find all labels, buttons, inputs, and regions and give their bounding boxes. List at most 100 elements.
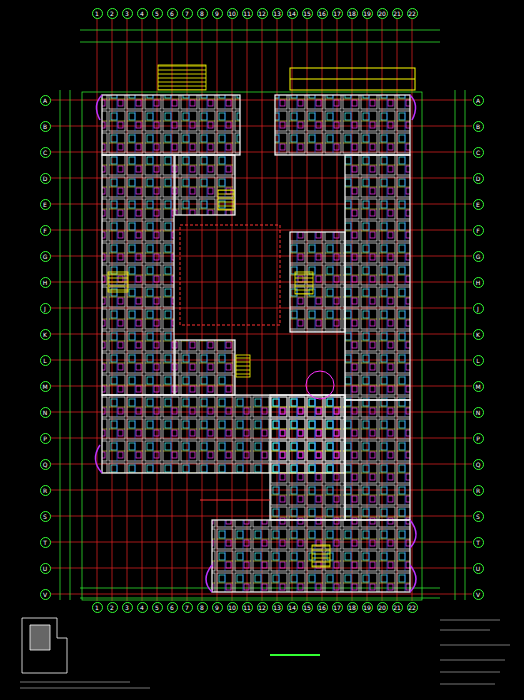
grid-bubble: 21 bbox=[392, 8, 403, 19]
axis-label: F bbox=[476, 227, 479, 234]
grid-bubble: U bbox=[473, 563, 484, 574]
axis-label: P bbox=[476, 435, 480, 442]
axis-label: 2 bbox=[110, 604, 114, 611]
grid-bubble: P bbox=[40, 433, 51, 444]
grid-bubble: S bbox=[40, 511, 51, 522]
axis-line bbox=[247, 19, 248, 601]
axis-label: 12 bbox=[258, 10, 266, 17]
axis-label: 7 bbox=[185, 10, 189, 17]
axis-label: 4 bbox=[140, 604, 144, 611]
grid-bubble: 8 bbox=[197, 8, 208, 19]
axis-label: 14 bbox=[288, 10, 296, 17]
grid-bubble: 11 bbox=[242, 8, 253, 19]
grid-bubble: M bbox=[473, 381, 484, 392]
axis-label: G bbox=[43, 253, 48, 260]
axis-label: 11 bbox=[243, 604, 251, 611]
grid-bubble: 21 bbox=[392, 602, 403, 613]
grid-bubble: G bbox=[40, 251, 51, 262]
grid-bubble: G bbox=[473, 251, 484, 262]
axis-label: 20 bbox=[378, 604, 386, 611]
axis-label: 10 bbox=[228, 604, 236, 611]
axis-label: R bbox=[476, 487, 480, 494]
axis-label: P bbox=[43, 435, 47, 442]
grid-bubble: 7 bbox=[182, 8, 193, 19]
grid-bubble: D bbox=[40, 173, 51, 184]
grid-bubble: 1 bbox=[92, 602, 103, 613]
grid-bubble: M bbox=[40, 381, 51, 392]
grid-bubble: 16 bbox=[317, 602, 328, 613]
axis-label: 14 bbox=[288, 604, 296, 611]
grid-bubble: 10 bbox=[227, 8, 238, 19]
axis-label: U bbox=[43, 565, 47, 572]
axis-line bbox=[51, 594, 472, 595]
grid-bubble: L bbox=[473, 355, 484, 366]
grid-bubble: 9 bbox=[212, 8, 223, 19]
axis-label: S bbox=[476, 513, 480, 520]
axis-label: J bbox=[44, 305, 46, 312]
axis-label: B bbox=[43, 123, 47, 130]
axis-label: D bbox=[476, 175, 481, 182]
axis-label: 19 bbox=[363, 10, 371, 17]
axis-label: F bbox=[43, 227, 46, 234]
grid-bubble: 16 bbox=[317, 8, 328, 19]
axis-label: 22 bbox=[408, 604, 416, 611]
grid-bubble: K bbox=[473, 329, 484, 340]
grid-bubble: P bbox=[473, 433, 484, 444]
grid-bubble: S bbox=[473, 511, 484, 522]
axis-label: 6 bbox=[170, 10, 174, 17]
axis-line bbox=[412, 19, 413, 601]
grid-bubble: N bbox=[40, 407, 51, 418]
grid-bubble: 13 bbox=[272, 602, 283, 613]
grid-bubble: B bbox=[40, 121, 51, 132]
grid-bubble: D bbox=[473, 173, 484, 184]
grid-bubble: 9 bbox=[212, 602, 223, 613]
grid-bubble: 17 bbox=[332, 602, 343, 613]
axis-label: 9 bbox=[215, 604, 219, 611]
axis-label: 4 bbox=[140, 10, 144, 17]
axis-label: E bbox=[476, 201, 480, 208]
grid-bubble: 20 bbox=[377, 8, 388, 19]
axis-label: C bbox=[476, 149, 480, 156]
grid-bubble: J bbox=[40, 303, 51, 314]
axis-label: 15 bbox=[303, 604, 311, 611]
axis-label: 1 bbox=[95, 10, 99, 17]
grid-bubble: 4 bbox=[137, 602, 148, 613]
grid-bubble: 15 bbox=[302, 8, 313, 19]
axis-label: V bbox=[43, 591, 47, 598]
axis-label: 5 bbox=[155, 10, 159, 17]
axis-label: 17 bbox=[333, 604, 341, 611]
axis-label: 13 bbox=[273, 10, 281, 17]
axis-label: B bbox=[476, 123, 480, 130]
axis-label: 21 bbox=[393, 604, 401, 611]
grid-bubble: 15 bbox=[302, 602, 313, 613]
grid-bubble: T bbox=[40, 537, 51, 548]
axis-label: 8 bbox=[200, 604, 204, 611]
grid-bubble: U bbox=[40, 563, 51, 574]
axis-label: M bbox=[475, 383, 480, 390]
axis-label: T bbox=[476, 539, 480, 546]
grid-bubble: 20 bbox=[377, 602, 388, 613]
axis-label: S bbox=[43, 513, 47, 520]
grid-bubble: 3 bbox=[122, 602, 133, 613]
axis-label: 11 bbox=[243, 10, 251, 17]
grid-bubble: V bbox=[473, 589, 484, 600]
grid-bubble: F bbox=[473, 225, 484, 236]
axis-label: 16 bbox=[318, 10, 326, 17]
grid-bubble: A bbox=[40, 95, 51, 106]
axis-label: N bbox=[43, 409, 48, 416]
grid-bubble: 1 bbox=[92, 8, 103, 19]
axis-label: 3 bbox=[125, 10, 129, 17]
axis-label: 9 bbox=[215, 10, 219, 17]
axis-label: 1 bbox=[95, 604, 99, 611]
grid-bubble: 12 bbox=[257, 8, 268, 19]
axis-label: E bbox=[43, 201, 47, 208]
axis-label: 17 bbox=[333, 10, 341, 17]
grid-bubble: 4 bbox=[137, 8, 148, 19]
grid-bubble: 18 bbox=[347, 8, 358, 19]
grid-bubble: R bbox=[40, 485, 51, 496]
axis-label: G bbox=[476, 253, 481, 260]
grid-bubble: 6 bbox=[167, 602, 178, 613]
grid-bubble: N bbox=[473, 407, 484, 418]
grid-bubble: A bbox=[473, 95, 484, 106]
